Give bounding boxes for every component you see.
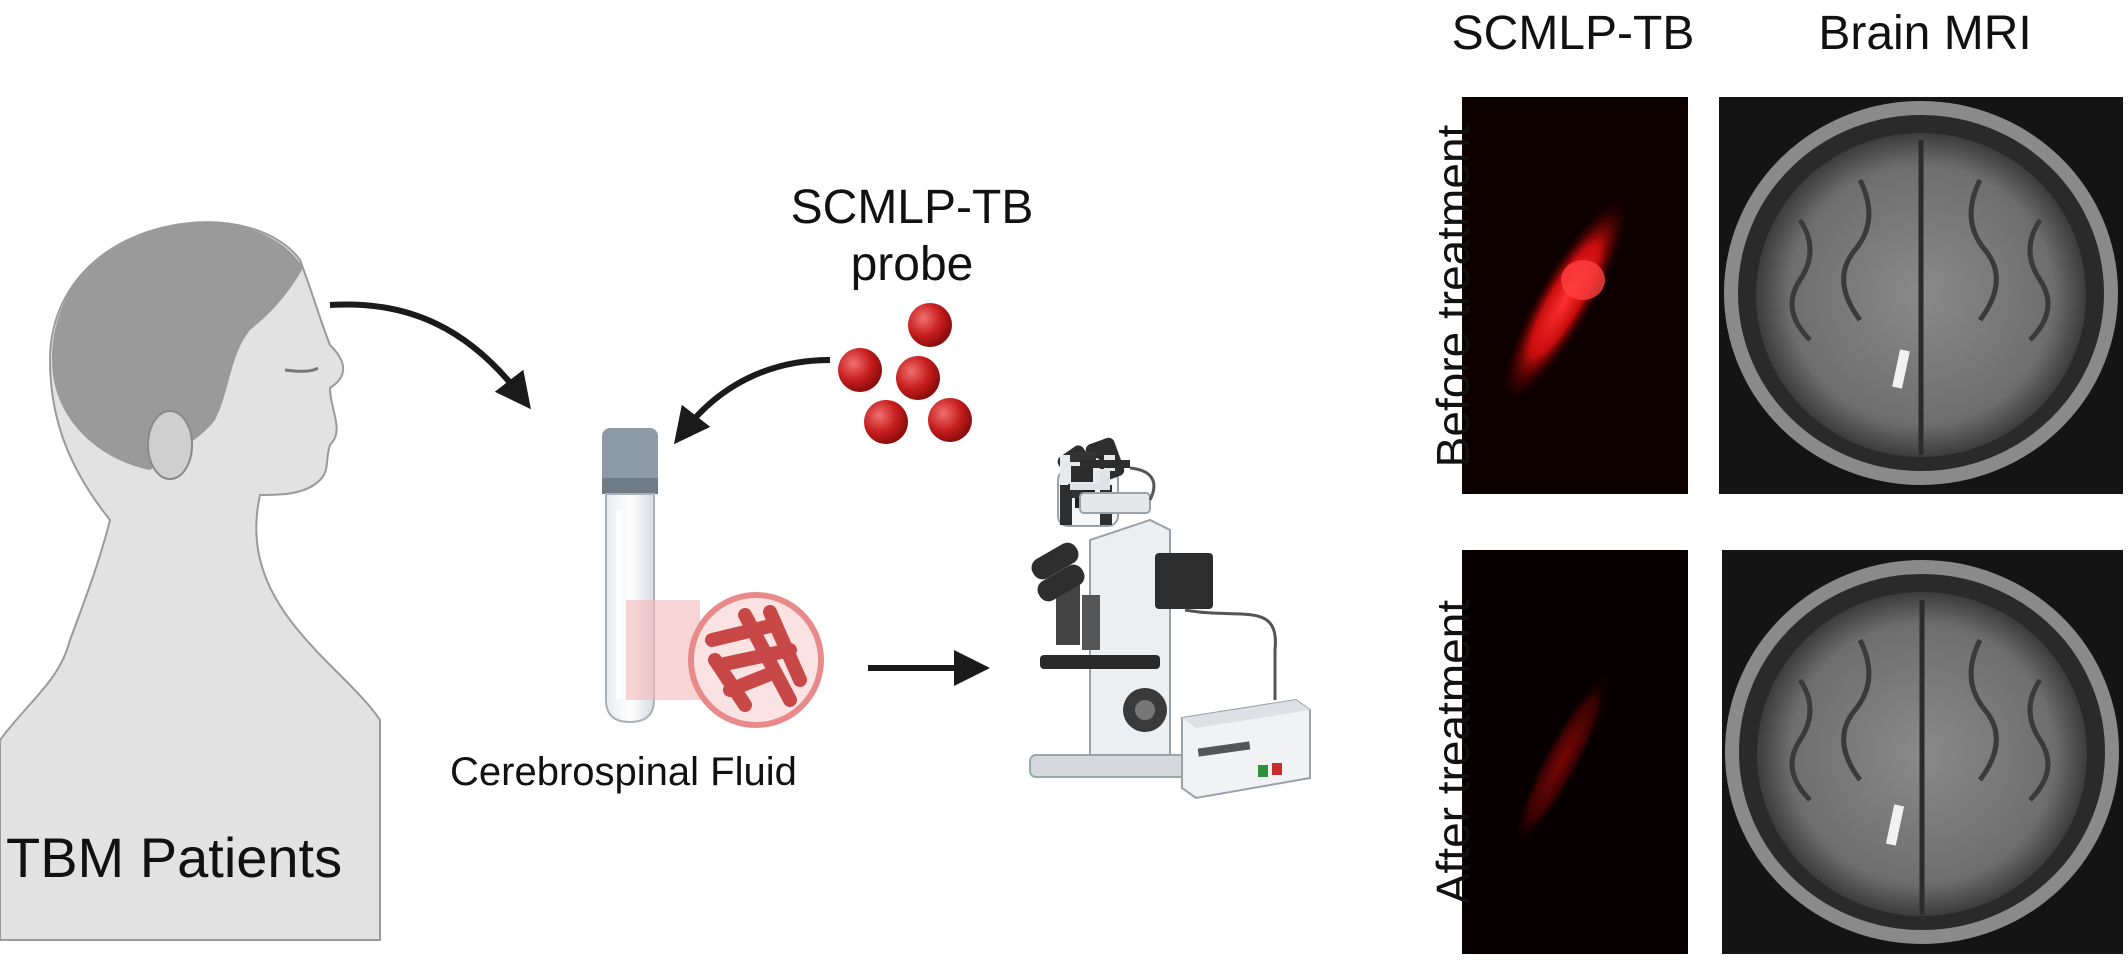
controller-box-icon (1181, 698, 1311, 800)
probe-label-line1: SCMLP-TB (790, 181, 1034, 234)
microscope-icon (1029, 437, 1277, 778)
column-title-scmlp: SCMLP-TB (1451, 7, 1695, 60)
test-tube-icon (602, 428, 700, 724)
arrow-probe-to-tube (673, 357, 831, 445)
bacteria-magnifier-icon (688, 592, 824, 728)
row-label-before: Before treatment (1427, 124, 1479, 468)
mri-after-image (1722, 550, 2123, 954)
patients-label: TBM Patients (6, 826, 343, 889)
row-label-after: After treatment (1427, 599, 1479, 905)
mri-before-image (1719, 97, 2123, 494)
arrow-patient-to-tube (329, 301, 531, 410)
fluorescence-after-image (1462, 550, 1688, 954)
person-profile-icon (0, 221, 381, 941)
column-title-mri: Brain MRI (1818, 7, 2032, 60)
sample-label: Cerebrospinal Fluid (450, 750, 797, 794)
fluorescence-before-image (1462, 97, 1688, 494)
probe-label-line2: probe (850, 238, 974, 291)
probe-beads-icon (838, 303, 972, 444)
